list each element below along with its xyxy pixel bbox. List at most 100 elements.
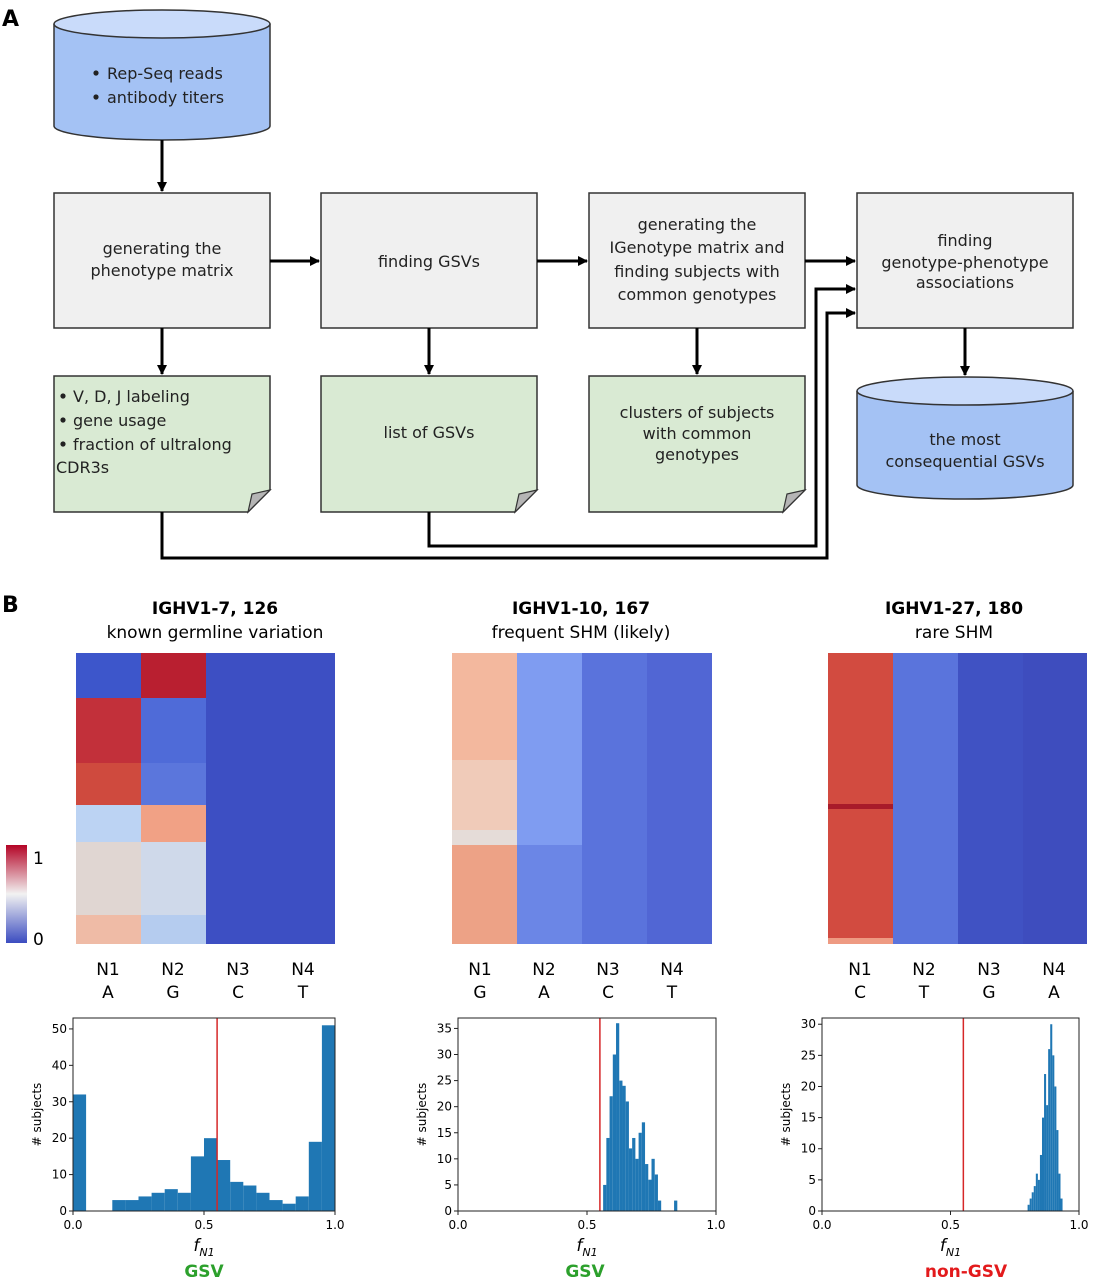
histogram-bar <box>1033 1186 1036 1211</box>
x-tick-label: 0.5 <box>941 1218 960 1232</box>
histogram-bar <box>645 1164 649 1211</box>
x-tick-label: 0.0 <box>63 1218 82 1232</box>
x-tick-label: 0.5 <box>577 1218 596 1232</box>
histogram-bar <box>616 1023 620 1211</box>
output-note-gsv-list: list of GSVs <box>320 375 539 514</box>
x-tick-label: 0.5 <box>194 1218 213 1232</box>
h1-col4-base: T <box>297 983 309 1003</box>
histogram-bar <box>177 1192 191 1211</box>
y-tick-label: 0 <box>808 1204 816 1218</box>
verdict-3: non-GSV <box>925 1262 1008 1280</box>
histogram-bar <box>1039 1154 1042 1211</box>
histogram-bar <box>612 1054 617 1211</box>
y-tick-label: 10 <box>437 1152 452 1166</box>
histogram-bar <box>641 1122 646 1211</box>
y-axis-label: # subjects <box>779 1083 793 1147</box>
histogram-bar <box>73 1094 87 1211</box>
h3-col2-base: T <box>918 983 930 1003</box>
y-tick-label: 10 <box>52 1168 67 1182</box>
histogram-bar <box>308 1141 322 1211</box>
verdict-1: GSV <box>184 1262 224 1280</box>
final-db-line-1: the most <box>929 430 1000 449</box>
arrow-labeling-to-assoc <box>160 308 856 560</box>
h1-col1-base: A <box>102 983 114 1003</box>
step-phenotype-line-2: phenotype matrix <box>90 261 233 280</box>
y-tick-label: 30 <box>801 1017 816 1031</box>
y-tick-label: 35 <box>437 1021 452 1035</box>
histogram-bar <box>230 1181 244 1211</box>
histogram-bar <box>295 1196 309 1211</box>
x-tick-label: 1.0 <box>325 1218 344 1232</box>
heatmap-3-subtitle: rare SHM <box>915 623 993 643</box>
histogram-bar <box>112 1200 126 1211</box>
final-db-line-2: consequential GSVs <box>885 452 1044 471</box>
h3-col3-pos: N3 <box>977 960 1001 980</box>
y-tick-label: 5 <box>444 1178 452 1192</box>
y-tick-label: 15 <box>437 1126 452 1140</box>
y-tick-label: 25 <box>801 1048 816 1062</box>
h3-col2-pos: N2 <box>912 960 936 980</box>
panel-a-label: A <box>2 7 19 32</box>
h1-col3-base: C <box>232 983 244 1003</box>
histogram-bar <box>1027 1204 1030 1211</box>
y-axis-label: # subjects <box>415 1083 429 1147</box>
histogram-bar <box>243 1185 257 1211</box>
histogram-bar <box>1058 1173 1061 1211</box>
x-axis-label: fN1 <box>940 1236 961 1259</box>
h3-col1-base: C <box>854 983 866 1003</box>
h1-col2-pos: N2 <box>161 960 185 980</box>
histogram-bar <box>651 1158 655 1211</box>
histogram-bar <box>138 1196 152 1211</box>
h3-col4-pos: N4 <box>1042 960 1066 980</box>
step-igenotype-line-2: IGenotype matrix and <box>609 238 784 257</box>
output-gsv-list-line-1: list of GSVs <box>384 423 475 442</box>
y-tick-label: 50 <box>52 1022 67 1036</box>
h2-col4-pos: N4 <box>660 960 684 980</box>
heatmap-3 <box>828 653 1087 944</box>
output-labeling-line-3: fraction of ultralong <box>73 435 232 454</box>
y-tick-label: 20 <box>437 1100 452 1114</box>
plot-frame <box>457 1017 717 1212</box>
h2-col2-pos: N2 <box>532 960 556 980</box>
heatmap-1-column-labels: N1 A N2 G N3 C N4 T <box>96 960 315 1003</box>
x-tick-label: 1.0 <box>1069 1218 1088 1232</box>
histogram-bar <box>1052 1055 1055 1211</box>
h3-col4-base: A <box>1048 983 1060 1003</box>
step-assoc-line-3: associations <box>916 273 1014 292</box>
histogram-bar <box>151 1192 165 1211</box>
histogram-bar <box>164 1189 178 1211</box>
colorbar-max-label: 1 <box>33 849 44 869</box>
histogram-bar <box>657 1200 662 1211</box>
h2-col3-base: C <box>602 983 614 1003</box>
histogram-bar <box>619 1080 623 1211</box>
h3-col3-base: G <box>982 983 995 1003</box>
heatmap-1-title: IGHV1-7, 126 <box>152 599 278 619</box>
y-tick-label: 25 <box>437 1074 452 1088</box>
h1-col2-base: G <box>166 983 179 1003</box>
arrow-gsvlist-to-assoc <box>427 284 856 548</box>
colorbar-min-label: 0 <box>33 930 44 950</box>
histogram-bar <box>1054 1086 1057 1211</box>
step-assoc-line-2: genotype-phenotype <box>881 253 1048 272</box>
histogram-bar <box>622 1085 626 1211</box>
histogram-bar <box>1048 1049 1051 1211</box>
step-igenotype-line-4: common genotypes <box>618 285 777 304</box>
input-database: Rep-Seq reads antibody titers <box>53 9 271 141</box>
histogram-bar <box>1035 1173 1038 1211</box>
step-box-associations: finding genotype-phenotype associations <box>856 192 1074 329</box>
y-tick-label: 30 <box>52 1095 67 1109</box>
y-tick-label: 20 <box>801 1079 816 1093</box>
output-labeling-line-2: gene usage <box>73 411 166 430</box>
output-clusters-line-3: genotypes <box>655 445 739 464</box>
histogram-bar <box>603 1184 607 1211</box>
histogram-bar <box>674 1200 678 1211</box>
x-axis-label: fN1 <box>576 1236 597 1259</box>
histogram-bar <box>282 1203 296 1211</box>
histogram-bar <box>125 1200 139 1211</box>
histogram-bar <box>654 1174 658 1211</box>
h1-col3-pos: N3 <box>226 960 250 980</box>
histogram-bar <box>1050 1024 1053 1211</box>
histogram-bar <box>609 1096 613 1211</box>
heatmap-3-title: IGHV1-27, 180 <box>885 599 1023 619</box>
